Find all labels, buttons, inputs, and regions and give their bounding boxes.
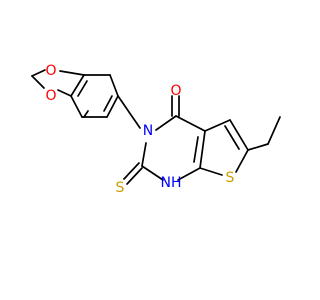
bond	[229, 119, 249, 151]
bond	[199, 130, 206, 169]
molecule-canvas: O O O N NH S S	[31, 63, 281, 196]
nh-label: NH	[161, 175, 182, 191]
bond	[57, 89, 72, 97]
bond	[224, 125, 240, 150]
bond	[31, 69, 46, 77]
bond	[199, 167, 223, 176]
bond	[123, 162, 140, 180]
bond	[103, 95, 113, 112]
bond	[155, 115, 177, 131]
bond	[193, 136, 199, 163]
bond	[70, 74, 85, 97]
bond	[106, 95, 119, 118]
bond	[141, 142, 147, 167]
bond	[83, 110, 89, 118]
bond	[177, 167, 201, 181]
nitrogen-label: N	[143, 123, 153, 139]
bond	[141, 165, 164, 181]
oxygen-carbonyl-label: O	[170, 83, 181, 99]
sulfur-thioxo-label: S	[116, 180, 125, 196]
bond	[70, 95, 83, 118]
bond	[267, 116, 281, 145]
oxygen-top-label: O	[45, 63, 56, 79]
bond	[59, 70, 85, 76]
bond	[77, 80, 88, 97]
bond	[204, 119, 231, 132]
bond	[117, 95, 141, 129]
oxygen-bottom-label: O	[45, 88, 56, 104]
molecule-structure: O O O N NH S S	[31, 63, 281, 196]
sulfur-ring-label: S	[226, 170, 235, 186]
bond	[247, 143, 269, 151]
bond	[109, 74, 119, 97]
bond	[31, 75, 45, 89]
bond	[126, 167, 143, 185]
bond	[175, 115, 206, 132]
bond	[235, 149, 249, 173]
